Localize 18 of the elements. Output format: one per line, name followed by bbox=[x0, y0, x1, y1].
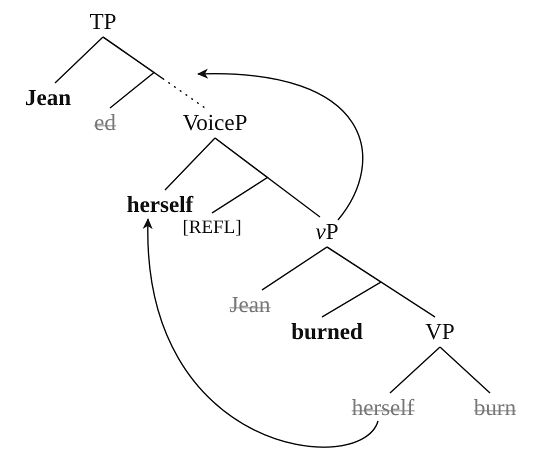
tree-branch bbox=[326, 246, 436, 318]
phrase-label: vP bbox=[316, 220, 338, 244]
tree-branch bbox=[390, 346, 440, 394]
feature-label: [REFL] bbox=[182, 216, 242, 240]
word: herself bbox=[126, 193, 194, 217]
tree-branch bbox=[262, 246, 328, 291]
tree-branch bbox=[214, 137, 320, 218]
movement-arrow bbox=[197, 69, 364, 220]
tree-branch bbox=[164, 138, 216, 190]
phrase-label: VoiceP bbox=[182, 111, 248, 135]
word: Jean bbox=[25, 86, 71, 110]
tree-branch bbox=[440, 346, 490, 394]
movement-arrow bbox=[143, 218, 379, 448]
tree-branch bbox=[102, 36, 206, 109]
word: burned bbox=[291, 320, 363, 344]
phrase-label: VP bbox=[425, 320, 455, 344]
tree-branch bbox=[54, 36, 104, 84]
phrase-label: TP bbox=[90, 10, 116, 34]
